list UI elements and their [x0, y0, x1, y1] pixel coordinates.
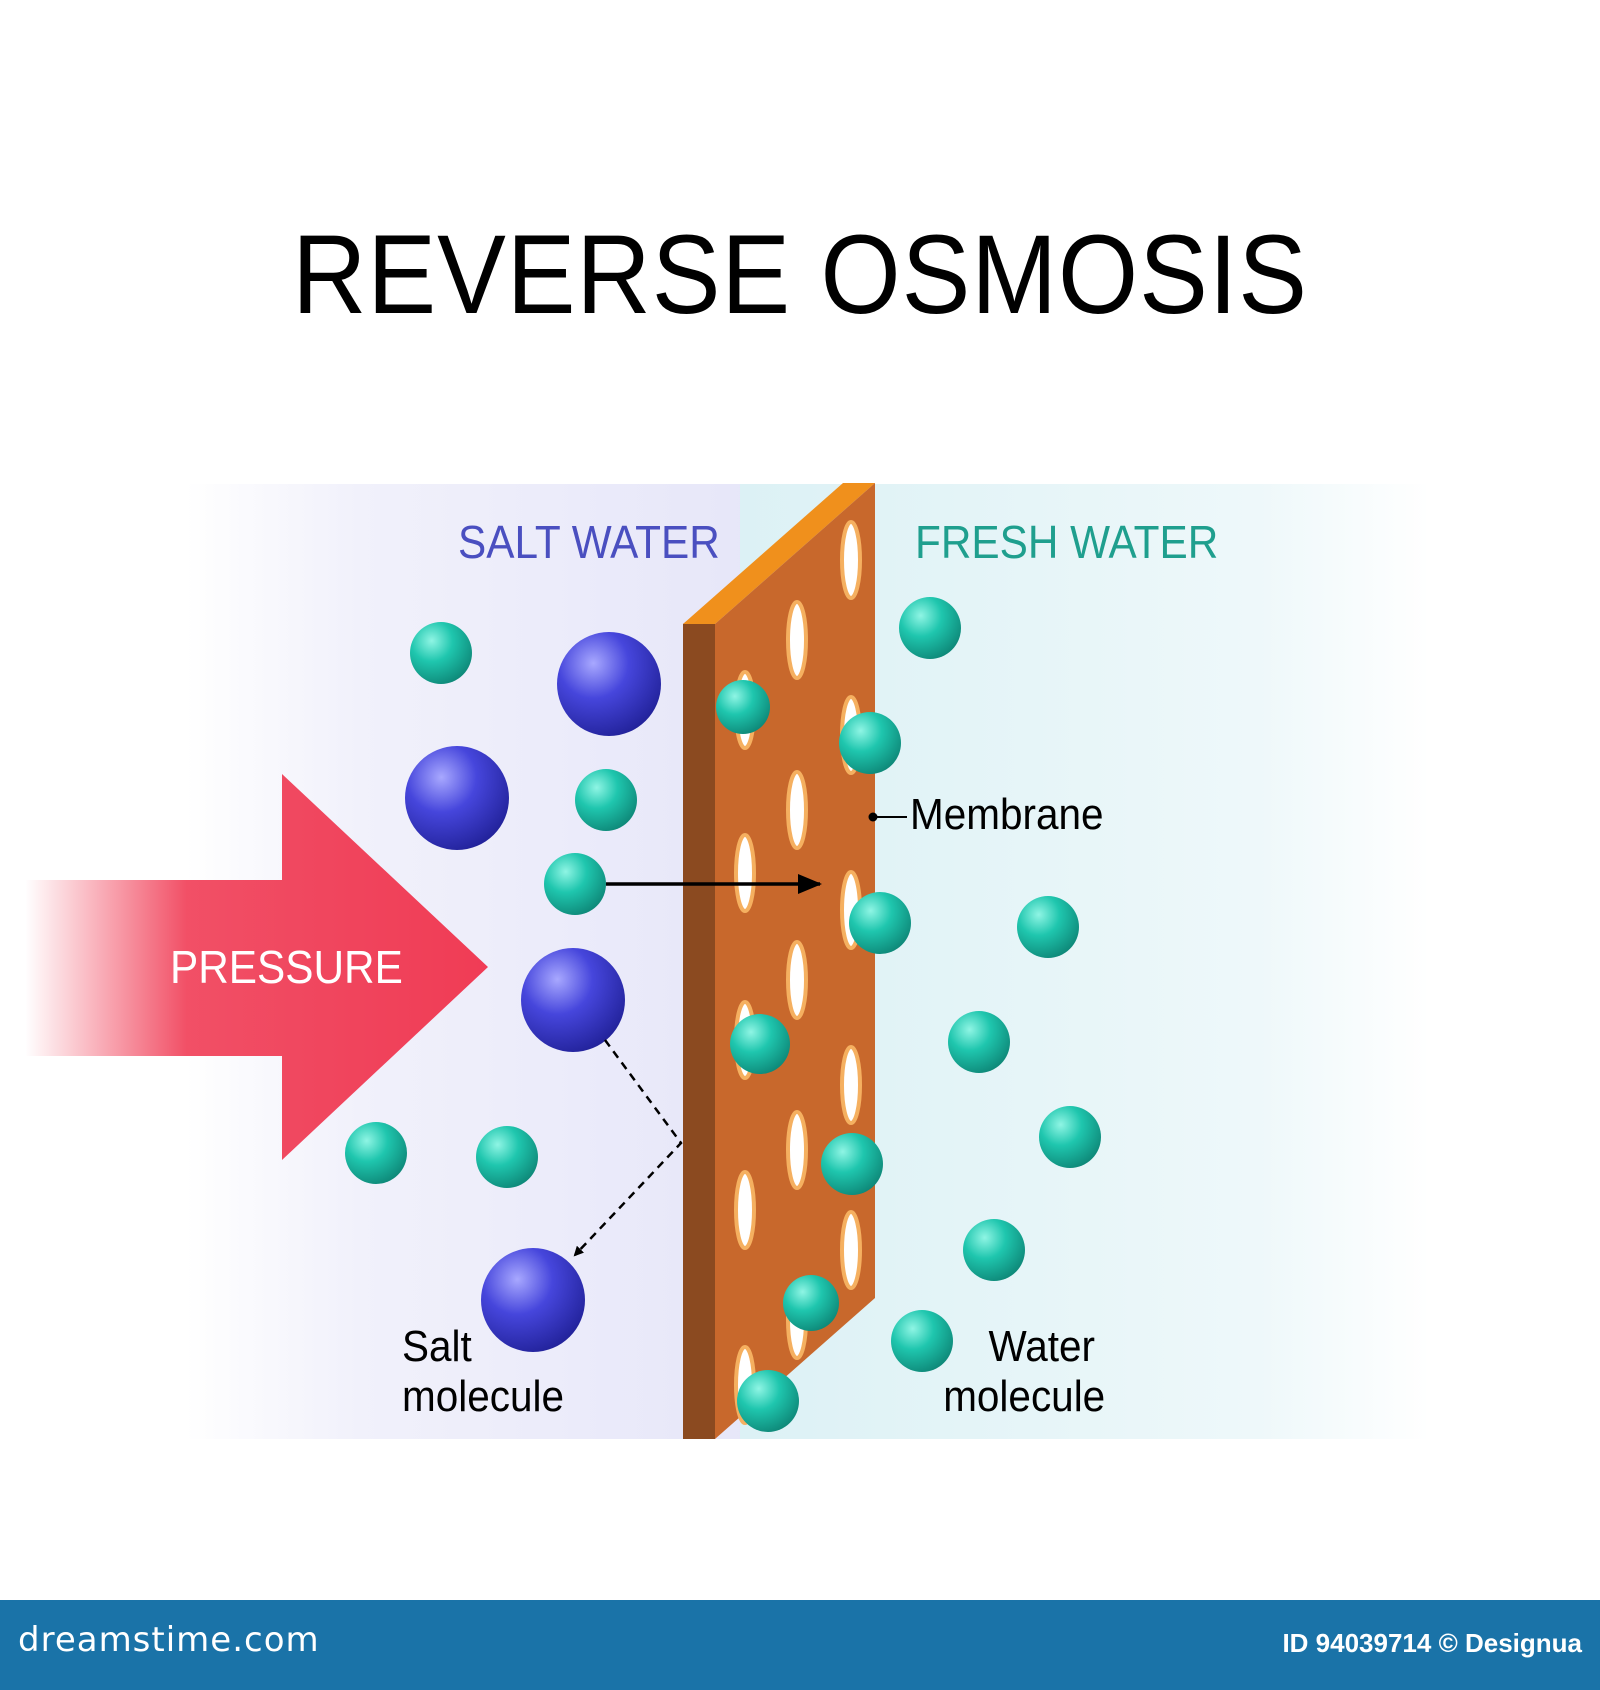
water-molecule [899, 597, 961, 659]
membrane-label: Membrane [910, 790, 1104, 839]
water-molecule [476, 1126, 538, 1188]
salt-molecule [481, 1248, 585, 1352]
footer-bar: dreamstime.com ID 94039714 © Designua [0, 1600, 1600, 1690]
water-molecule [730, 1014, 790, 1074]
water-molecule [1017, 896, 1079, 958]
fresh-water-label: FRESH WATER [915, 516, 1219, 568]
pressure-arrow [25, 774, 488, 1160]
water-molecule [821, 1133, 883, 1195]
water-molecule [849, 892, 911, 954]
water-molecule [1039, 1106, 1101, 1168]
membrane-side [683, 599, 715, 1439]
water-molecule [783, 1275, 839, 1331]
salt-molecule [405, 746, 509, 850]
water-molecule-label-line1: Water [988, 1322, 1095, 1371]
salt-molecule-label-line2: molecule [402, 1372, 565, 1421]
footer-brand: dreamstime.com [18, 1620, 320, 1660]
water-molecule [410, 622, 472, 684]
membrane-pointer-dot [868, 812, 878, 822]
salt-molecule [521, 948, 625, 1052]
membrane [683, 483, 875, 1439]
water-molecule [963, 1219, 1025, 1281]
footer-image-id: ID 94039714 © Designua [1282, 1628, 1582, 1658]
salt-water-label: SALT WATER [458, 516, 720, 568]
water-molecule [345, 1122, 407, 1184]
reverse-osmosis-diagram [25, 483, 1430, 1439]
water-molecule-label: Water molecule [943, 1322, 1106, 1422]
salt-molecule [557, 632, 661, 736]
water-molecule [575, 769, 637, 831]
water-molecule [737, 1370, 799, 1432]
water-molecule [716, 680, 770, 734]
salt-molecule-label-line1: Salt [402, 1322, 472, 1371]
diagram-title: REVERSE OSMOSIS [292, 212, 1308, 337]
right-molecules [716, 597, 1101, 1432]
left-molecules [345, 622, 661, 1352]
salt-deflection-path [573, 1039, 683, 1257]
salt-molecule-label: Salt molecule [402, 1322, 564, 1422]
water-molecule [544, 853, 606, 915]
membrane-top [683, 483, 875, 624]
water-molecule-label-line2: molecule [943, 1372, 1106, 1421]
water-molecule [891, 1310, 953, 1372]
pressure-label: PRESSURE [170, 941, 403, 993]
water-molecule [948, 1011, 1010, 1073]
water-molecule [839, 712, 901, 774]
